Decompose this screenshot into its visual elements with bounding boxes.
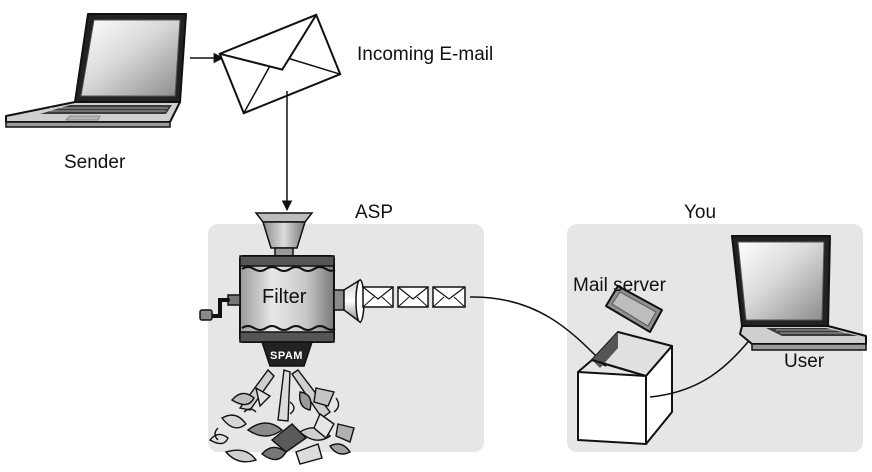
- grinder-machine-icon: [199, 212, 365, 367]
- spam-debris: [208, 368, 355, 465]
- arrow-filter-to-server: [469, 296, 607, 367]
- spam-label: SPAM: [270, 350, 303, 362]
- filter-label: Filter: [262, 286, 307, 308]
- arrow-server-to-user: [649, 331, 757, 398]
- mail-server-label: Mail server: [573, 275, 667, 296]
- envelope-icon: [397, 286, 429, 308]
- envelope-icon: [218, 13, 342, 115]
- filtered-email-envelopes: [362, 286, 466, 308]
- sender-label: Sender: [64, 152, 126, 173]
- laptop-icon: [5, 13, 187, 128]
- you-label: You: [684, 202, 716, 223]
- user-label: User: [784, 351, 825, 372]
- open-box-icon: [577, 285, 673, 445]
- incoming-email-label: Incoming E-mail: [357, 44, 493, 65]
- asp-label: ASP: [355, 202, 393, 223]
- laptop-icon: [731, 235, 867, 351]
- envelope-icon: [362, 286, 394, 308]
- envelope-icon: [432, 286, 466, 308]
